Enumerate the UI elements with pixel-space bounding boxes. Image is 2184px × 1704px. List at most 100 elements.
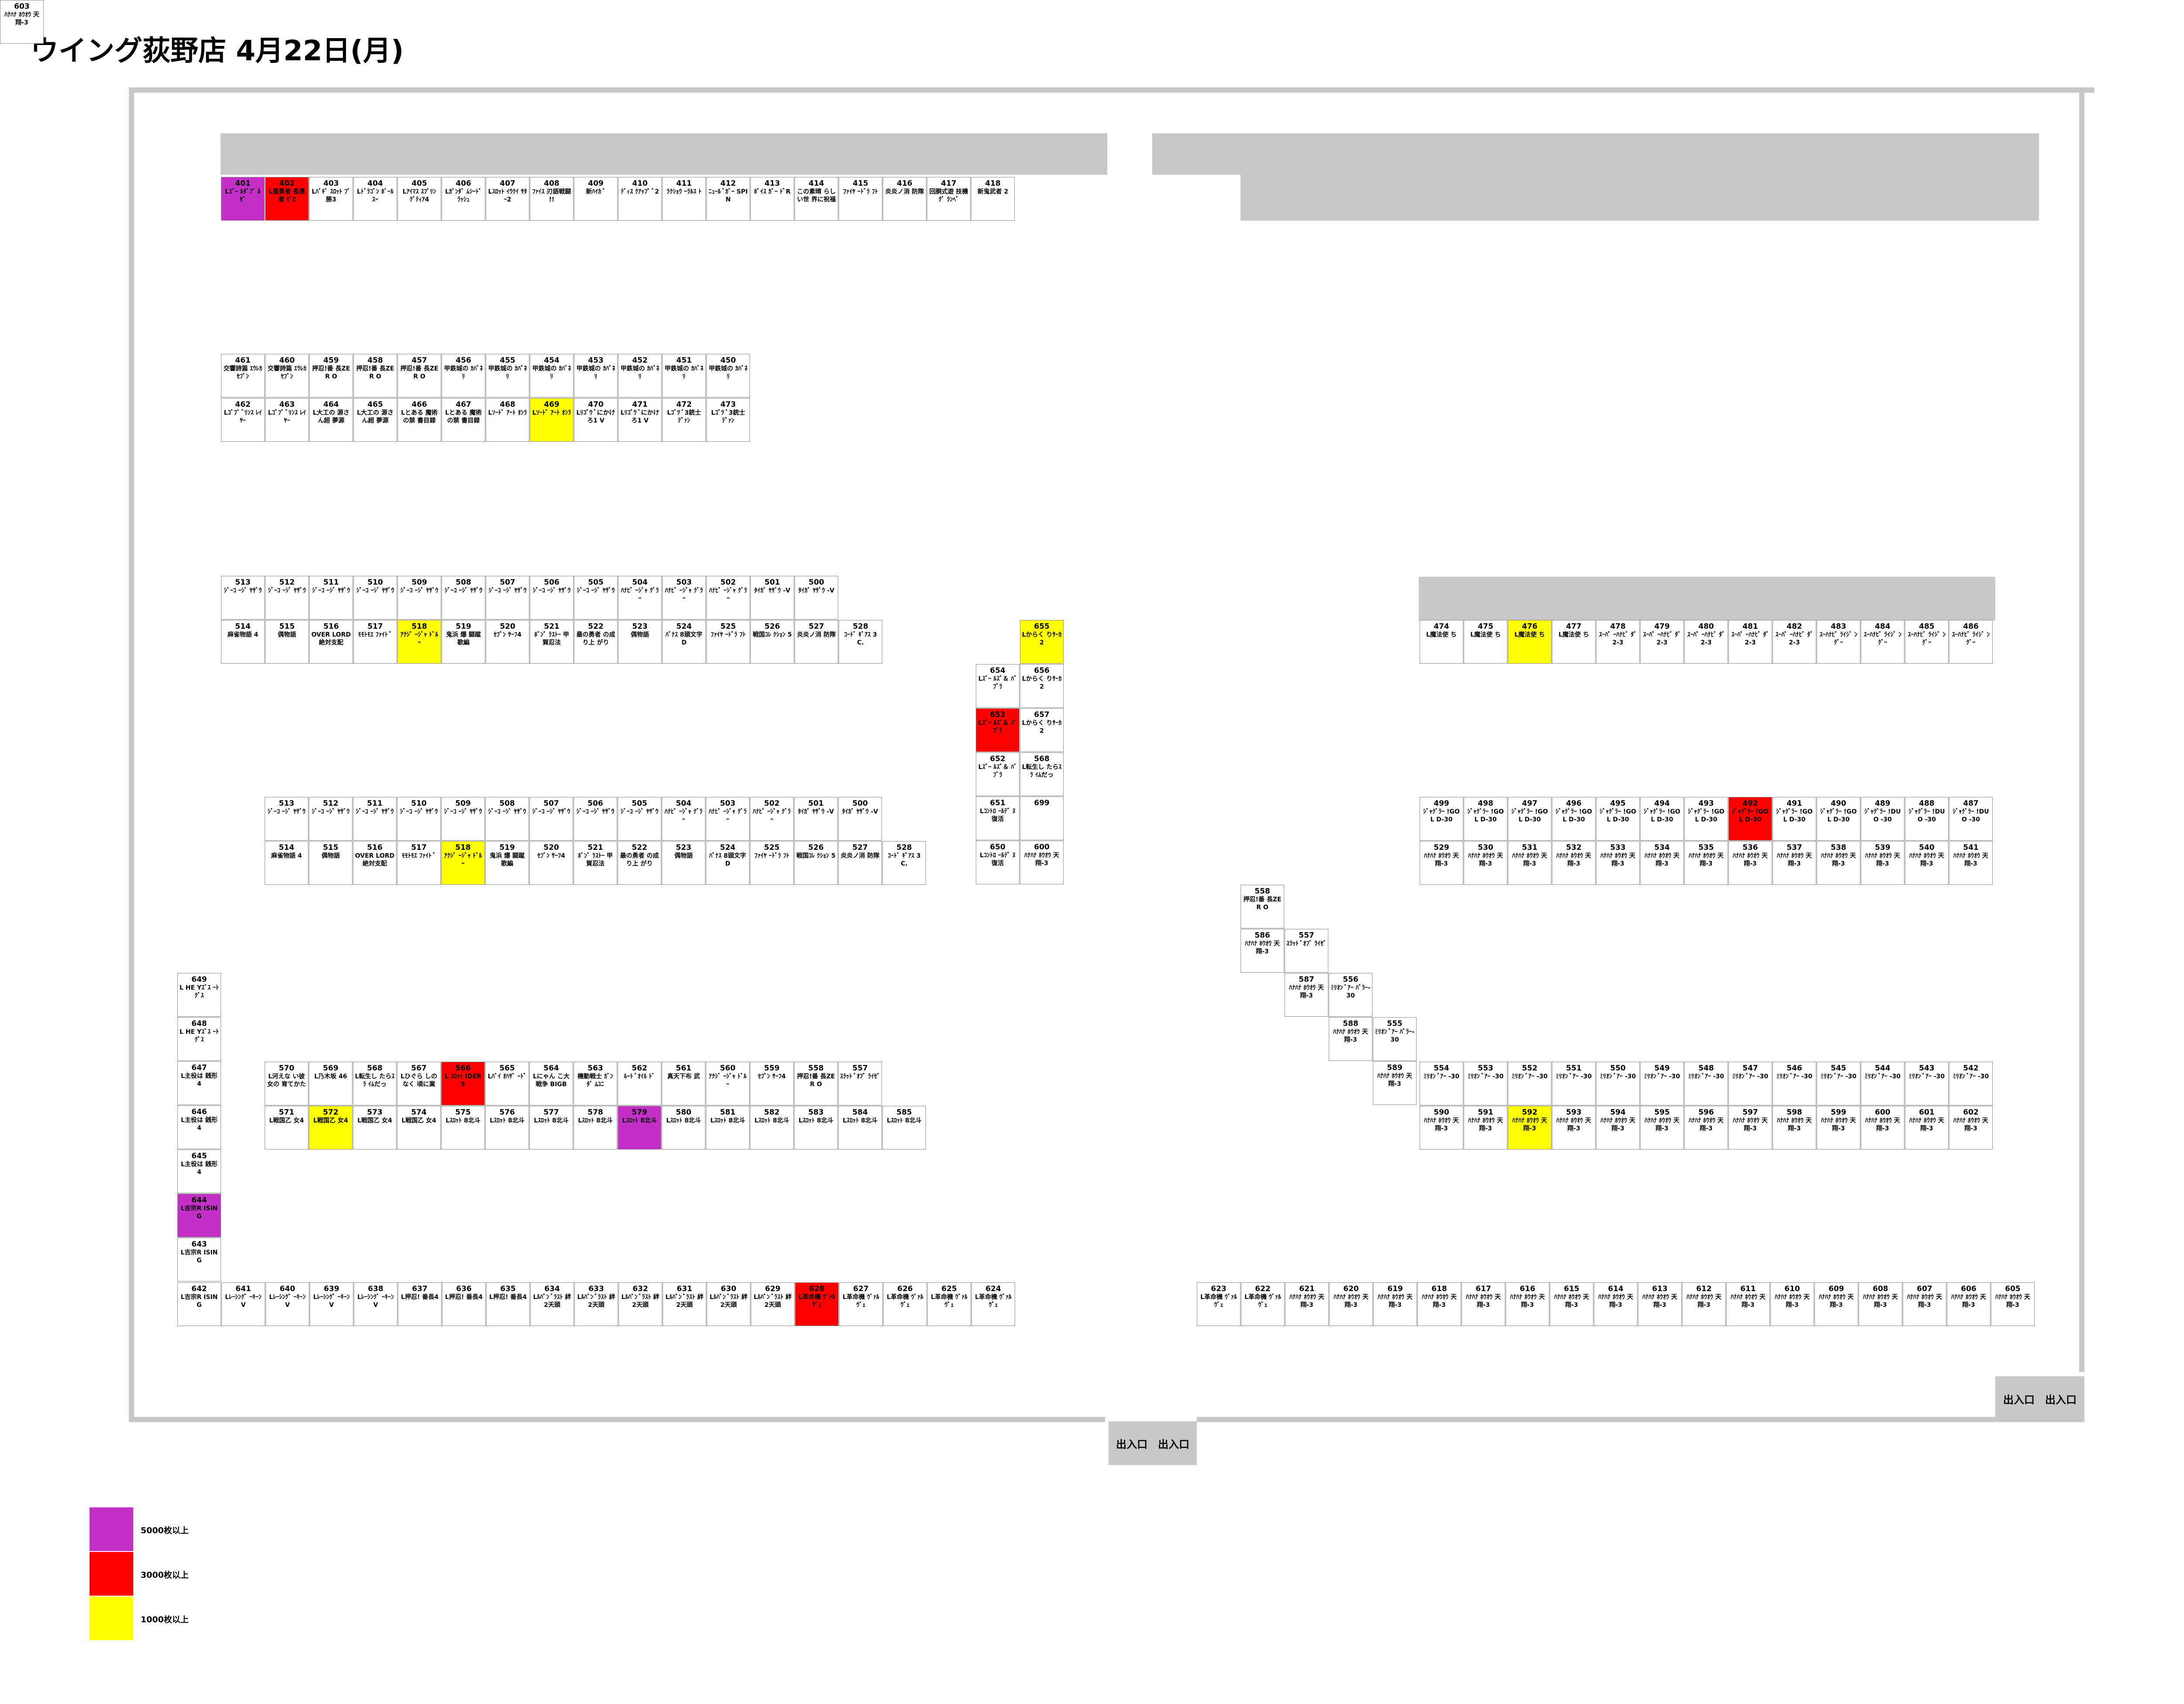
machine-468[interactable]: 468Lｿｰﾄﾞ ｱｰﾄ ｵﾝﾗ [486,398,529,442]
machine-554[interactable]: 554ﾐﾘｵﾝ ﾞｱｰ -30 [1420,1062,1463,1105]
machine-650[interactable]: 650Lｺﾝﾄﾛ ｰﾙﾃﾞ ﾇ復活 [976,841,1019,884]
machine-579[interactable]: 579Lｽﾛｯﾄ 8北斗 [618,1106,661,1150]
machine-647[interactable]: 647L主役は 銭形4 [177,1061,221,1105]
machine-577[interactable]: 577Lｽﾛｯﾄ 8北斗 [529,1106,573,1150]
machine-653[interactable]: 653Lｽﾞｰ ﾙｽﾞ＆ ﾊﾞﾌﾞﾗ [976,708,1019,752]
machine-517[interactable]: 517ﾓﾓﾄﾓｴ ﾌｧｲﾄ ﾞ [353,620,397,664]
machine-451[interactable]: 451甲鉄城の ｶﾊﾞﾈ ﾘ [662,354,706,398]
machine-622[interactable]: 622L革命機 ｳﾞｧﾙ ｳﾞｪ [1241,1282,1285,1326]
machine-520[interactable]: 520ｾﾌﾞﾝ ｻｰﾌ4 [486,620,529,664]
machine-627[interactable]: 627L革命機 ｳﾞｧﾙ ｳﾞｪ [839,1282,883,1326]
machine-642[interactable]: 642L吉宗R ISIN G [177,1282,221,1326]
machine-502[interactable]: 502ﾊﾅﾋﾞ ｰｼﾞｬ ｸﾞﾗｰ [706,576,750,620]
machine-457[interactable]: 457押忍!番 長ZER O [397,354,441,398]
machine-405[interactable]: 405Lｱｲﾏｽ ｽﾌﾟﾘﾝ ｸﾞﾃｨｱ4 [397,177,441,221]
machine-599[interactable]: 599ﾊﾅﾊﾅ ﾎｳｵｳ 天翔-3 [1817,1106,1860,1150]
machine-635[interactable]: 635L押忍! 番長4 [486,1282,530,1326]
machine-485[interactable]: 485ｽｰﾊﾅﾋﾞ ﾗｲｼﾞ ﾝｸﾞｰ [1905,620,1949,664]
machine-645[interactable]: 645L主役は 銭形4 [177,1150,221,1193]
machine-480[interactable]: 480ｽｰﾊﾟ ｰﾊﾅﾋﾞ ﾀﾞ2-3 [1684,620,1728,664]
machine-486[interactable]: 486ｽｰﾊﾅﾋﾞ ﾗｲｼﾞ ﾝｸﾞｰ [1949,620,1993,664]
machine-640[interactable]: 640Lﾚｰｼﾝｸﾞ ｰｷｰﾝ V [266,1282,309,1326]
machine-530[interactable]: 530ﾊﾅﾊﾅ ﾎｳｵｳ 天翔-3 [1464,841,1507,885]
machine-613[interactable]: 613ﾊﾅﾊﾅ ﾎｳｵｳ 天翔-3 [1638,1282,1682,1326]
machine-410[interactable]: 410ﾃﾞｨｽ ｸｱｯﾌﾟ ﾞ2 [618,177,662,221]
machine-611[interactable]: 611ﾊﾅﾊﾅ ﾎｳｵｳ 天翔-3 [1726,1282,1770,1326]
machine-632[interactable]: 632Lﾙﾊﾟﾝ ﾞﾗｽﾄ 絆2天頭 [619,1282,662,1326]
machine-570[interactable]: 570L河えな い彼女の 育てかた [265,1062,308,1105]
machine-415[interactable]: 415ﾌｧｲﾔ ｰﾄﾞﾗ ﾌﾄ [839,177,882,221]
machine-534[interactable]: 534ﾊﾅﾊﾅ ﾎｳｵｳ 天翔-3 [1640,841,1684,885]
machine-626[interactable]: 626L革命機 ｳﾞｧﾙ ｳﾞｪ [883,1282,927,1326]
machine-504[interactable]: 504ﾊﾅﾋﾞ ｰｼﾞｬ ｸﾞﾗｰ [618,576,662,620]
machine-649[interactable]: 649L HE Yｽﾞｽ ｰﾄｸﾞｽ [177,973,221,1017]
machine-479[interactable]: 479ｽｰﾊﾟ ｰﾊﾅﾋﾞ ﾀﾞ2-3 [1640,620,1684,664]
machine-500[interactable]: 500ﾀｲｶﾞ ﾔｻﾞｳ -V [795,576,838,620]
machine-550[interactable]: 550ﾐﾘｵﾝ ﾞｱｰ -30 [1596,1062,1640,1105]
machine-474[interactable]: 474L魔法使 ち [1420,620,1463,664]
machine-587[interactable]: 587ﾊﾅﾊﾅ ﾎｳｵｳ 天翔-3 [1285,973,1328,1017]
machine-621[interactable]: 621ﾊﾅﾊﾅ ﾎｳｵｳ 天翔-3 [1285,1282,1329,1326]
machine-511[interactable]: 511ｼﾞｰｺ ｰｼﾞ ﾔｻﾞｳ [353,797,397,841]
machine-526[interactable]: 526戦国ｺﾚ ｸｼｮﾝ 5 [750,620,794,664]
machine-646[interactable]: 646L主役は 銭形4 [177,1105,221,1149]
machine-552[interactable]: 552ﾐﾘｵﾝ ﾞｱｰ -30 [1508,1062,1552,1105]
machine-401[interactable]: 401Lｽﾞｰ ﾙﾀﾞﾌﾞ ﾙｾﾞ [221,177,265,221]
machine-454[interactable]: 454甲鉄城の ｶﾊﾞﾈ ﾘ [530,354,574,398]
machine-581[interactable]: 581Lｽﾛｯﾄ 8北斗 [706,1106,750,1150]
machine-600[interactable]: 600ﾊﾅﾊﾅ ﾎｳｵｳ 天翔-3 [1861,1106,1904,1150]
machine-489[interactable]: 489ｼﾞｬｸﾞﾗｰ !DUO -30 [1861,797,1904,841]
machine-464[interactable]: 464L大工の 源さん超 夢源 [309,398,353,442]
machine-564[interactable]: 564Lにゃん こ大戦争 BIGB [529,1062,573,1105]
machine-403[interactable]: 403Lﾊﾞｷﾞ ｽﾛｯﾄ ﾌﾞ勝3 [309,177,353,221]
machine-610[interactable]: 610ﾊﾅﾊﾅ ﾎｳｵｳ 天翔-3 [1770,1282,1814,1326]
machine-580[interactable]: 580Lｽﾛｯﾄ 8北斗 [662,1106,705,1150]
machine-483[interactable]: 483ｽｰﾊﾅﾋﾞ ﾗｲｼﾞ ﾝｸﾞｰ [1817,620,1860,664]
machine-508[interactable]: 508ｼﾞｰｺ ｰｼﾞ ﾔｻﾞｳ [442,576,485,620]
machine-585[interactable]: 585Lｽﾛｯﾄ 8北斗 [882,1106,926,1150]
machine-593[interactable]: 593ﾊﾅﾊﾅ ﾎｳｵｳ 天翔-3 [1552,1106,1596,1150]
machine-466[interactable]: 466Lとある 魔術の禁 書目録 [397,398,441,442]
machine-641[interactable]: 641Lﾚｰｼﾝｸﾞ ｰｷｰﾝ V [221,1282,265,1326]
machine-527[interactable]: 527炎炎ノ消 防隊 [838,841,882,885]
machine-574[interactable]: 574L戦国乙 女4 [397,1106,441,1150]
machine-571[interactable]: 571L戦国乙 女4 [265,1106,308,1150]
machine-473[interactable]: 473Lｺﾞﾂ ﾞ3銃士 ﾃﾞｧﾝ [706,398,750,442]
machine-651[interactable]: 651Lｺﾝﾄﾛ ｰﾙﾃﾞ ﾇ復活 [976,797,1019,840]
machine-500[interactable]: 500ﾀｲｶﾞ ﾔｻﾞｳ -V [838,797,882,841]
machine-595[interactable]: 595ﾊﾅﾊﾅ ﾎｳｵｳ 天翔-3 [1640,1106,1684,1150]
machine-411[interactable]: 411ﾗｸｼｮｳ ｰﾗﾙｽ ﾄ [662,177,706,221]
machine-521[interactable]: 521ﾎﾞﾝﾞ ﾗｽﾄｰ 甲賀忍法 [530,620,574,664]
machine-487[interactable]: 487ｼﾞｬｸﾞﾗｰ !DUO -30 [1949,797,1993,841]
machine-518[interactable]: 518ｱｸｼﾞ ｰｼﾞｬ ﾄﾞﾙｰ [397,620,441,664]
machine-502[interactable]: 502ﾊﾅﾋﾞ ｰｼﾞｬ ｸﾞﾗｰ [750,797,794,841]
machine-476[interactable]: 476L魔法使 ち [1508,620,1552,664]
machine-567[interactable]: 567Lひぐら しのなく 頃に業 [397,1062,441,1105]
machine-559[interactable]: 559ｾﾌﾞﾝ ｻｰﾌ4 [750,1062,794,1105]
machine-526[interactable]: 526戦国ｺﾚ ｸｼｮﾝ 5 [794,841,838,885]
machine-509[interactable]: 509ｼﾞｰｺ ｰｼﾞ ﾔｻﾞｳ [397,576,441,620]
machine-586[interactable]: 586ﾊﾅﾊﾅ ﾎｳｵｳ 天翔-3 [1241,929,1284,973]
machine-578[interactable]: 578Lｽﾛｯﾄ 8北斗 [574,1106,617,1150]
machine-511[interactable]: 511ｼﾞｰｺ ｰｼﾞ ﾔｻﾞｳ [309,576,353,620]
machine-416[interactable]: 416炎炎ノ消 防隊 [883,177,926,221]
machine-496[interactable]: 496ｼﾞｬｸﾞﾗｰ !GOL D-30 [1552,797,1596,841]
machine-409[interactable]: 409新ﾊｲｶ ﾞ [574,177,618,221]
machine-597[interactable]: 597ﾊﾅﾊﾅ ﾎｳｵｳ 天翔-3 [1728,1106,1772,1150]
machine-548[interactable]: 548ﾐﾘｵﾝ ﾞｱｰ -30 [1684,1062,1728,1105]
machine-644[interactable]: 644L吉宗R ISIN G [177,1194,221,1237]
machine-614[interactable]: 614ﾊﾅﾊﾅ ﾎｳｵｳ 天翔-3 [1594,1282,1638,1326]
machine-505[interactable]: 505ｼﾞｰｺ ｰｼﾞ ﾔｻﾞｳ [618,797,661,841]
machine-525[interactable]: 525ﾌｧｲﾔ ｰﾄﾞﾗ ﾌﾄ [706,620,750,664]
machine-523[interactable]: 523偶物語 [662,841,705,885]
machine-576[interactable]: 576Lｽﾛｯﾄ 8北斗 [485,1106,529,1150]
machine-516[interactable]: 516OVER LORD 絶対支配 [353,841,397,885]
machine-523[interactable]: 523偶物語 [618,620,662,664]
machine-634[interactable]: 634Lﾙﾊﾟﾝ ﾞﾗｽﾄ 絆2天頭 [530,1282,574,1326]
machine-630[interactable]: 630Lﾙﾊﾟﾝ ﾞﾗｽﾄ 絆2天頭 [707,1282,750,1326]
machine-544[interactable]: 544ﾐﾘｵﾝ ﾞｱｰ -30 [1861,1062,1904,1105]
machine-465[interactable]: 465L大工の 源さん超 夢源 [353,398,397,442]
machine-553[interactable]: 553ﾐﾘｵﾝ ﾞｱｰ -30 [1464,1062,1507,1105]
machine-414[interactable]: 414この素晴 らしい世 界に祝福 [795,177,838,221]
machine-471[interactable]: 471Lﾘｺﾞｳ ﾞにかけ ろ1 V [618,398,662,442]
